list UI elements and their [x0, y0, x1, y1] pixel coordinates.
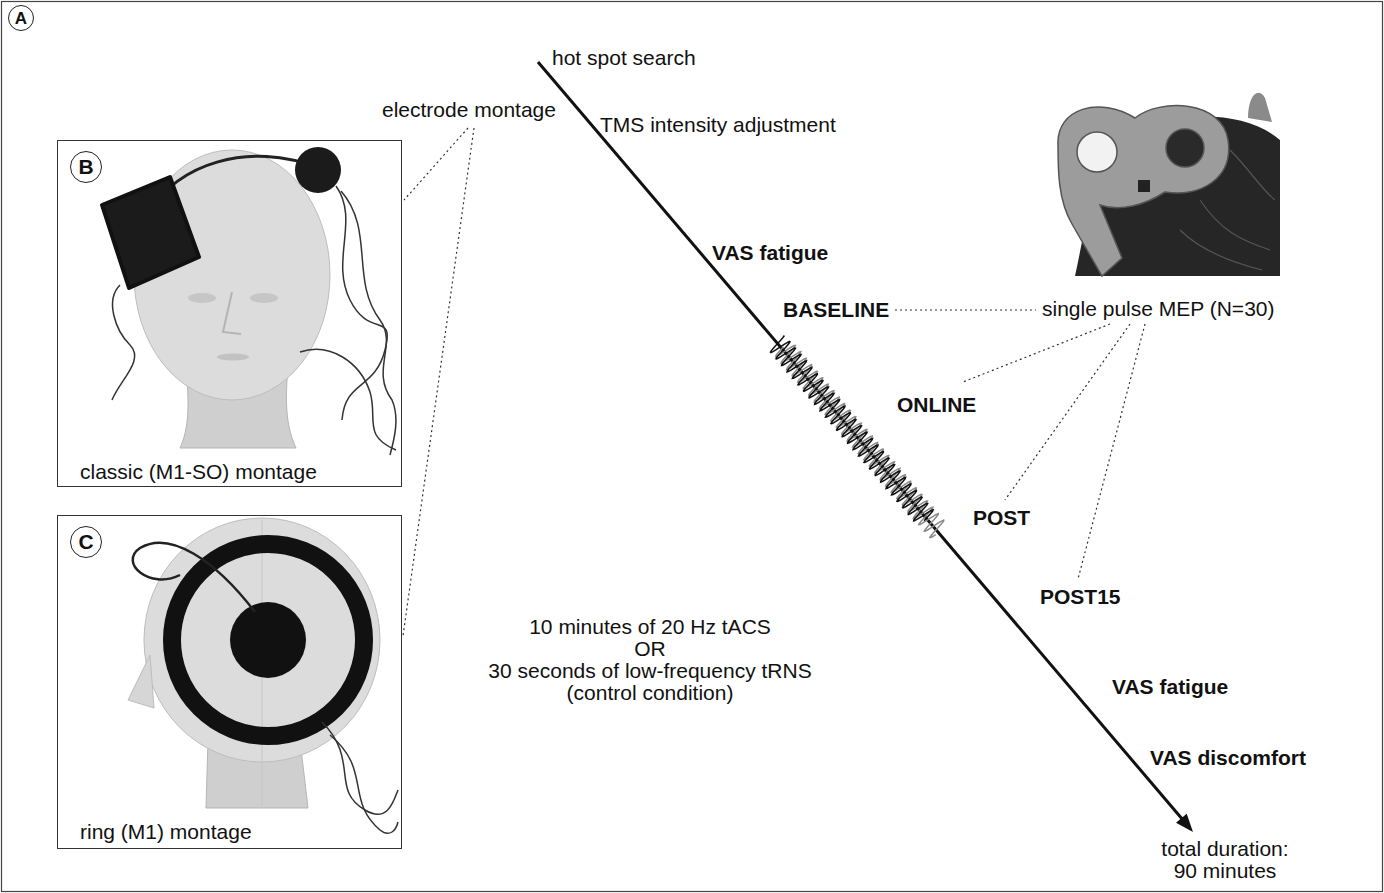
foam-head-side [133, 543, 255, 612]
timeline-stage-label: VAS fatigue [1112, 676, 1228, 698]
foam-head-front [112, 285, 135, 400]
foam-head-front [223, 292, 241, 334]
panel-box: classic (M1-SO) montage B [57, 140, 402, 487]
foam-head-side [128, 518, 398, 833]
tms-coil-photo [1138, 180, 1150, 192]
foam-head-front [102, 177, 199, 288]
timeline-stage-label: POST15 [1040, 586, 1121, 608]
foam-head-side [230, 602, 306, 678]
tms-coil-photo [1248, 93, 1272, 122]
leader-line [963, 324, 1110, 382]
annotation-label: TMS intensity adjustment [600, 114, 836, 136]
panel-caption: ring (M1) montage [80, 820, 252, 844]
foam-head-front [295, 147, 341, 193]
timeline-stage-label: BASELINE [783, 299, 889, 321]
annotation-label: OR [634, 638, 666, 660]
panel-caption: classic (M1-SO) montage [80, 460, 317, 484]
stimulation-wave [770, 336, 943, 538]
leader-line [1005, 324, 1130, 500]
foam-head-front [188, 293, 216, 303]
leader-line [1078, 324, 1145, 579]
panel-letter: C [78, 530, 93, 554]
timeline-arrow [538, 62, 1183, 820]
timeline-arrow [1176, 814, 1193, 832]
tms-coil-photo [1166, 129, 1204, 167]
leader-line [403, 128, 474, 636]
annotation-label: hot spot search [552, 47, 696, 69]
foam-head-side [172, 544, 364, 736]
timeline-stage-label: ONLINE [897, 394, 976, 416]
annotation-label: 10 minutes of 20 Hz tACS [529, 616, 771, 638]
foam-head-front [341, 191, 396, 455]
foam-head-side [322, 722, 398, 814]
leader-line [404, 128, 468, 200]
foam-head-front [300, 349, 396, 450]
foam-head-front [336, 186, 387, 420]
timeline-arrow [538, 62, 1193, 832]
foam-head-side [330, 735, 398, 833]
annotation-label: (control condition) [567, 682, 734, 704]
annotation-label: electrode montage [382, 99, 556, 121]
foam-head-side [128, 655, 154, 708]
leader-line [403, 128, 1145, 636]
annotation-label: 30 seconds of low-frequency tRNS [488, 660, 811, 682]
tms-coil-photo [1058, 106, 1229, 276]
foam-head-front [250, 293, 278, 303]
timeline-stage-label: POST [973, 507, 1030, 529]
panel-letter-circle: A [8, 5, 34, 31]
annotation-label: single pulse MEP (N=30) [1042, 298, 1274, 320]
stimulation-wave [770, 336, 933, 521]
tms-coil-photo [1077, 132, 1117, 172]
tms-coil-photo [1058, 93, 1280, 276]
panel-letter-circle: C [70, 526, 102, 558]
panel-letter-circle: B [70, 151, 102, 183]
timeline-stage-label: VAS discomfort [1150, 747, 1306, 769]
annotation-label: total duration: 90 minutes [1155, 838, 1295, 882]
timeline-stage-label: VAS fatigue [712, 242, 828, 264]
panel-box: ring (M1) montage C [57, 515, 402, 849]
panel-letter: A [15, 10, 27, 27]
foam-head-front [217, 354, 249, 361]
foam-head-front [102, 147, 396, 455]
leader-line [895, 309, 1036, 310]
panel-letter: B [78, 155, 93, 179]
